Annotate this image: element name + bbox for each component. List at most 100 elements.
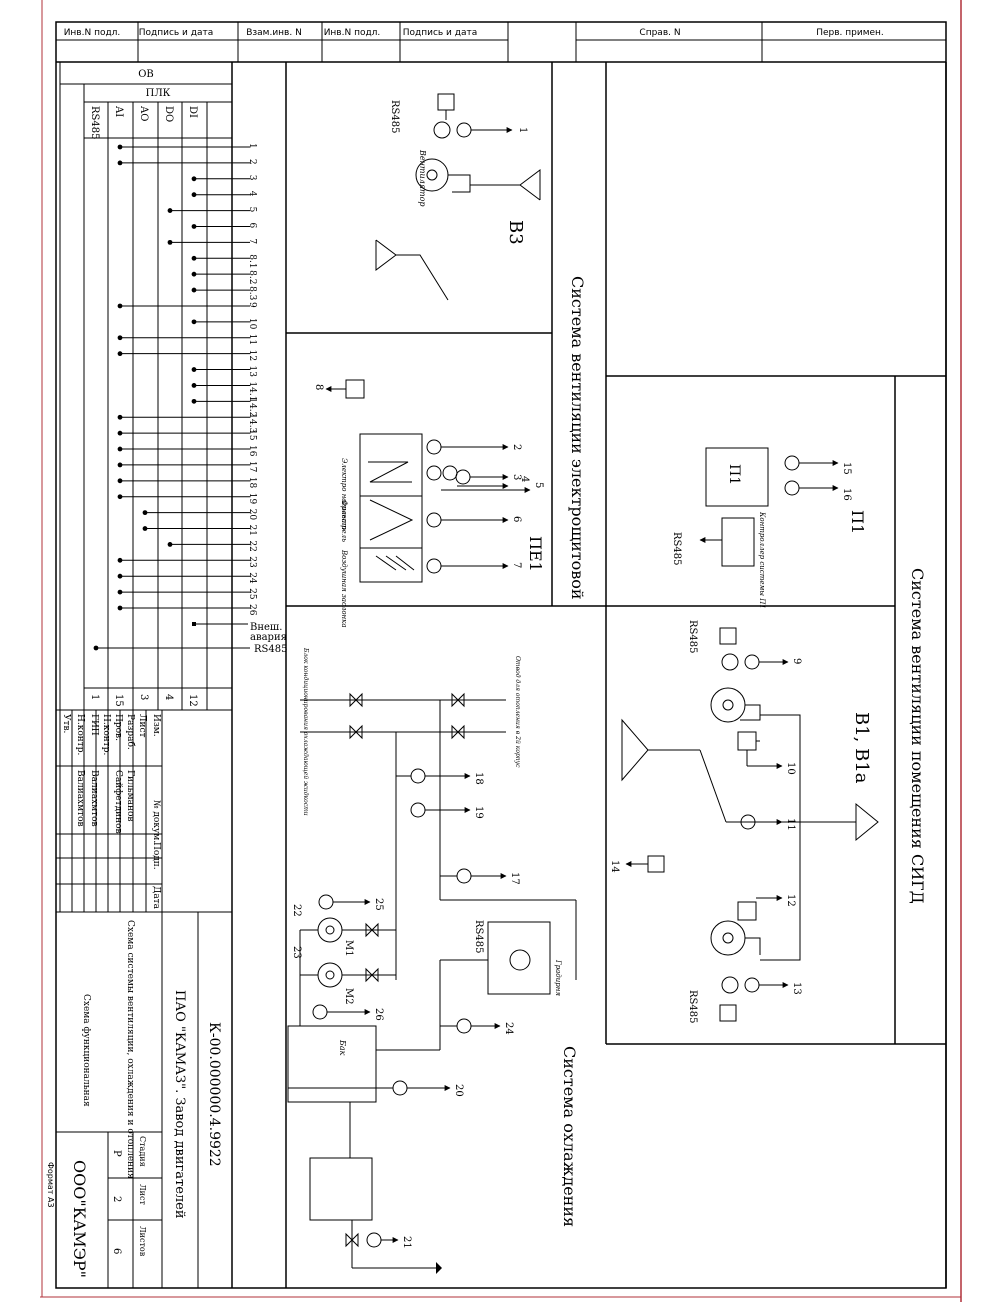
section-cooling: Отвод для отопления в 2й корпус Блок кон… bbox=[287, 647, 577, 1274]
cooling-term-18: 18 bbox=[473, 772, 484, 785]
plc-col-total: 12 bbox=[187, 694, 198, 707]
plc-terminal-label: 23 bbox=[247, 556, 257, 568]
plc-bus-dot bbox=[117, 478, 123, 484]
stamp-stage: Р bbox=[111, 1150, 122, 1157]
stamp-role: Утв. bbox=[61, 714, 71, 734]
plc-terminal-label: 8.1 bbox=[247, 254, 257, 268]
stamp-sheet-header: Лист bbox=[138, 1184, 147, 1205]
hdr-right-1: Справ. N bbox=[639, 28, 680, 38]
ext-alarm-label-1: Внеш. bbox=[250, 622, 282, 633]
cooling-tower-label: Градирня bbox=[554, 959, 562, 996]
plc-col-header: RS485 bbox=[89, 106, 100, 139]
sigd-title: В1, В1а bbox=[851, 712, 872, 784]
plc-terminal-label: 14.2 bbox=[247, 397, 257, 417]
plc-bus-dot bbox=[117, 335, 123, 341]
stamp-role-rows: Изм.ЛистРазраб.Пров.Н.контр.ГИПН.контр.У… bbox=[61, 714, 161, 755]
plc-terminal-label: 15 bbox=[247, 429, 257, 441]
plc-col-total: 15 bbox=[113, 694, 124, 707]
top-header: Инв.N подл. Подпись и дата Взам.инв. N И… bbox=[55, 21, 947, 63]
plc-col-header: AO bbox=[138, 105, 149, 121]
plc-terminal-label: 16 bbox=[247, 445, 257, 457]
b3-fan-label: Вентилятор bbox=[418, 149, 427, 207]
cooling-reservoir bbox=[309, 1157, 373, 1221]
stamp-sheets-header: Листов bbox=[138, 1226, 147, 1257]
plc-bus-dot bbox=[117, 462, 123, 468]
pe1-valve-label: Воздушная заслонка bbox=[340, 549, 348, 628]
plc-terminal-label: 25 bbox=[247, 588, 257, 600]
plc-bus-dot bbox=[191, 398, 197, 404]
plc-terminal-label: 10 bbox=[247, 318, 257, 330]
plc-bus-dot bbox=[191, 192, 197, 198]
stamp-role: Пров. bbox=[113, 714, 123, 741]
p1-term-15: 15 bbox=[841, 462, 852, 475]
pump-m2-label: М2 bbox=[343, 988, 354, 1005]
sigd-system-title: Система вентиляции помещения СИГД bbox=[908, 568, 927, 904]
plc-terminal-label: 26 bbox=[247, 604, 257, 616]
ext-alarm-dot bbox=[192, 622, 196, 626]
plc-bus-dot bbox=[191, 271, 197, 277]
stamp-person: Сайфетдинов bbox=[113, 770, 123, 834]
cooling-term-17: 17 bbox=[509, 872, 520, 885]
p1-controller-label: Контроллер системы П1 bbox=[758, 511, 766, 609]
pe1-rs485-box bbox=[345, 379, 365, 399]
cooling-system-title: Система охлаждения bbox=[560, 1046, 579, 1227]
plc-terminal-label: 8.3 bbox=[247, 286, 257, 301]
stamp-person: Валиахмтов bbox=[89, 770, 99, 827]
hdr-cell-4: Инв.N подл. bbox=[324, 28, 381, 38]
section-p1: П1 Контроллер системы П1 RS485 15 16 П1 bbox=[671, 447, 867, 609]
pe1-unit-box bbox=[359, 433, 423, 583]
stamp-person: Валиахмтов bbox=[75, 770, 85, 827]
sigd-term-14: 14 bbox=[609, 860, 620, 873]
section-b3: RS485 1 Вентилятор В3 bbox=[375, 93, 541, 301]
p1-unit-box bbox=[705, 447, 769, 507]
sigd-rs485-box-bottom bbox=[719, 1004, 737, 1022]
pe1-term-2: 2 bbox=[511, 444, 522, 450]
stamp-role: Н.контр. bbox=[101, 714, 111, 755]
plc-terminal-label: 20 bbox=[247, 509, 257, 521]
hdr-cell-1: Инв.N подл. bbox=[64, 28, 121, 38]
plc-bus-dot bbox=[191, 287, 197, 293]
stamp-sheet: 2 bbox=[111, 1196, 122, 1202]
sigd-fan-b1 bbox=[710, 687, 746, 723]
plc-terminal-label: 17 bbox=[247, 461, 257, 473]
plc-bus-dot bbox=[142, 526, 148, 531]
plc-bus-dot bbox=[117, 303, 123, 309]
sigd-term-12: 12 bbox=[785, 894, 796, 907]
cooling-tower-box bbox=[487, 921, 551, 995]
section-pe1: 8 Электро нагреватель Фильтр Воздушная з… bbox=[313, 379, 545, 628]
plc-bus-dot bbox=[191, 176, 197, 182]
p1-controller-box bbox=[721, 517, 755, 567]
p1-title: П1 bbox=[848, 510, 867, 534]
drawing-border bbox=[55, 21, 947, 1289]
stamp-organization: ООО"КАМЭР" bbox=[70, 1160, 89, 1278]
stamp-person: Гильманов bbox=[125, 770, 135, 821]
stamp-company: ПАО "КАМАЗ". Завод двигателей bbox=[172, 990, 187, 1219]
pump-m1-label: М1 bbox=[343, 940, 354, 957]
pe1-filter-sensor bbox=[426, 512, 442, 528]
plc-terminal-label: 4 bbox=[247, 191, 257, 197]
stamp-role: Н.контр. bbox=[75, 714, 85, 755]
plc-col-header: DO bbox=[163, 106, 174, 122]
stamp-col-sign: Подп. bbox=[151, 842, 161, 870]
stamp-sheet-title: Схема функциональная bbox=[81, 994, 91, 1107]
hdr-cell-3: Взам.инв. N bbox=[246, 28, 302, 38]
plc-rs485-label: RS485 bbox=[254, 644, 287, 655]
stamp-role: Разраб. bbox=[125, 714, 136, 750]
title-block bbox=[55, 709, 233, 1289]
plc-terminal-label: 11 bbox=[247, 334, 257, 345]
sigd-rs485-box-top bbox=[719, 627, 737, 645]
hdr-cell-5: Подпись и дата bbox=[403, 28, 478, 38]
plc-title: ПЛК bbox=[146, 88, 171, 99]
plc-terminal-label: 1 bbox=[247, 143, 257, 149]
plc-terminal-label: 24 bbox=[247, 572, 257, 584]
plc-terminal-label: 22 bbox=[247, 540, 257, 551]
plc-col-header: AI bbox=[113, 105, 124, 117]
plc-bus-dot bbox=[167, 239, 173, 245]
pe1-term-3: 3 bbox=[511, 474, 522, 480]
cooling-term-19: 19 bbox=[473, 806, 484, 819]
plc-terminal-bus: 12345678.18.28.391011121314.114.214.3151… bbox=[93, 143, 257, 651]
plc-terminal-label: 8.2 bbox=[247, 270, 257, 284]
stamp-format: Формат А3 bbox=[46, 1162, 55, 1208]
